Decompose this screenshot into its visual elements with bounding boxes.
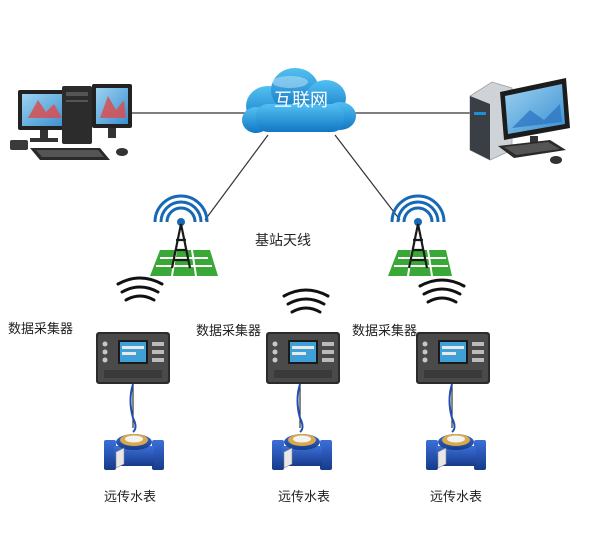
water-meter-icon xyxy=(272,383,332,470)
collector-label-2: 数据采集器 xyxy=(196,324,262,339)
data-collector-icon xyxy=(416,332,490,384)
desktop-computer-icon xyxy=(469,78,570,164)
antenna-tower-icon xyxy=(388,194,452,277)
meter-label-1: 远传水表 xyxy=(104,490,157,505)
cloud-label: 互联网 xyxy=(274,90,328,111)
wireless-signal-icon xyxy=(282,288,330,314)
connection-lines xyxy=(130,112,470,428)
antenna-tower-icon xyxy=(150,194,218,277)
workstation-computer-icon xyxy=(10,84,132,160)
collector-label-3: 数据采集器 xyxy=(352,324,418,339)
water-meter-icon xyxy=(104,383,164,470)
data-collector-icon xyxy=(96,332,170,384)
meter-label-3: 远传水表 xyxy=(430,490,483,505)
wireless-signal-icon xyxy=(418,278,466,304)
wireless-signal-icon xyxy=(116,276,164,302)
line-cloud-left-antenna xyxy=(204,134,269,221)
antenna-label: 基站天线 xyxy=(255,233,311,249)
internet-cloud-icon xyxy=(242,68,356,133)
water-meter-icon xyxy=(426,383,486,470)
meter-label-2: 远传水表 xyxy=(278,490,331,505)
collector-label-1: 数据采集器 xyxy=(8,322,74,337)
line-cloud-right-antenna xyxy=(334,134,401,221)
data-collector-icon xyxy=(266,332,340,384)
